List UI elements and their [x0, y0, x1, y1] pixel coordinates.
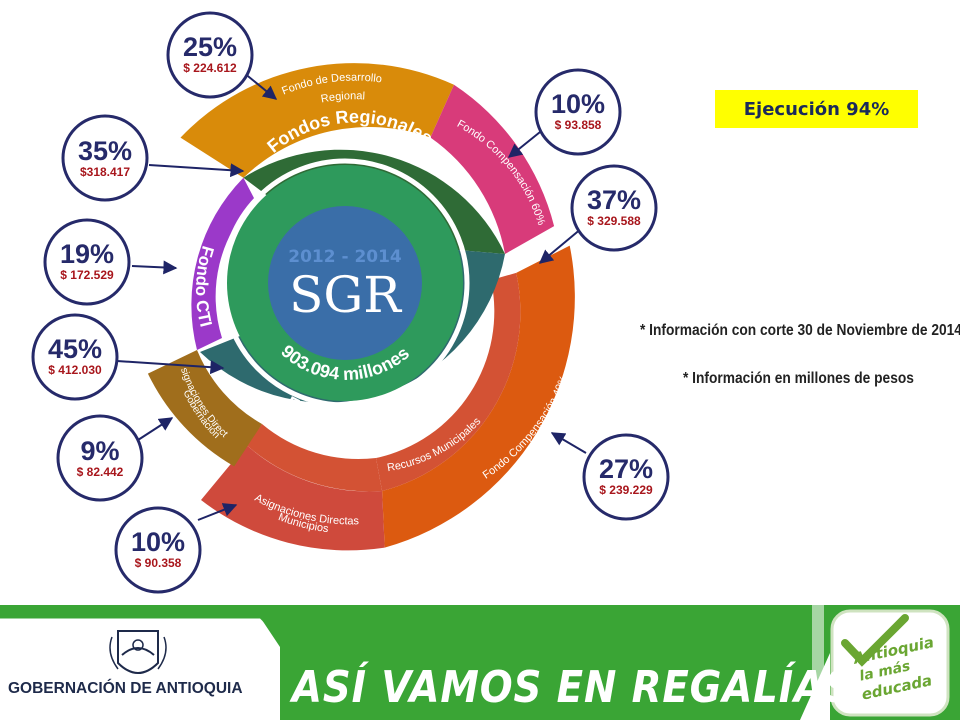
government-name: GOBERNACIÓN DE ANTIOQUIA	[8, 680, 243, 697]
callout-locales: 45% $ 412.030	[31, 313, 119, 401]
callout-amount: $ 239.229	[599, 483, 653, 497]
coat-of-arms-logo	[109, 630, 167, 674]
antioquia-educada-logo	[830, 609, 950, 717]
segment-fondo-compensacion-60	[430, 84, 555, 254]
callout-compensacion-60: 10% $ 93.858	[534, 68, 622, 156]
callout-amount: $ 82.442	[77, 465, 124, 479]
segment-fondo-cti	[191, 177, 255, 350]
callout-pct: 25%	[183, 32, 237, 62]
callout-amount: $ 412.030	[48, 363, 102, 377]
callout-pct: 37%	[587, 185, 641, 215]
note-cutoff-date: * Información con corte 30 de Noviembre …	[640, 322, 960, 339]
label-desarrollo-line2: Regional	[320, 90, 365, 105]
footer-title: ASÍ VAMOS EN REGALÍAS	[292, 662, 854, 713]
callout-amount: $ 90.358	[135, 556, 182, 570]
callout-amount: $ 93.858	[555, 118, 602, 132]
callout-pct: 9%	[80, 436, 119, 466]
note-units: * Información en millones de pesos	[683, 370, 914, 387]
execution-badge: Ejecución 94%	[715, 90, 918, 128]
callout-asig-gobernacion: 9% $ 82.442	[56, 414, 144, 502]
callout-pct: 35%	[78, 136, 132, 166]
callout-amount: $ 224.612	[183, 61, 237, 75]
callout-amount: $318.417	[80, 165, 130, 179]
segment-fondo-desarrollo-regional	[180, 63, 454, 178]
callout-amount: $ 172.529	[60, 268, 114, 282]
segment-recursos-municipales	[376, 272, 521, 491]
callout-pct: 19%	[60, 239, 114, 269]
segment-asignaciones-gobernacion	[147, 350, 262, 467]
callout-pct: 10%	[551, 89, 605, 119]
segment-fondo-compensacion-40	[382, 245, 575, 548]
callout-pct: 27%	[599, 454, 653, 484]
callout-pct: 45%	[48, 334, 102, 364]
callout-compensacion-40: 27% $ 239.229	[582, 433, 670, 521]
callout-pct: 10%	[131, 527, 185, 557]
segment-recursos-municipales-inner	[246, 424, 383, 492]
callout-amount: $ 329.588	[587, 214, 641, 228]
center-label: SGR	[289, 266, 402, 324]
center-years: 2012 - 2014	[288, 247, 402, 267]
callout-cti: 19% $ 172.529	[43, 218, 131, 306]
callout-regionales: 35% $318.417	[61, 114, 149, 202]
center-circle	[268, 206, 422, 360]
segment-asignaciones-municipios	[201, 445, 385, 551]
footer-banner	[0, 603, 960, 720]
callout-desarrollo: 25% $ 224.612	[166, 11, 254, 99]
inner-white-ring	[220, 158, 470, 408]
callout-fondos-locales-right: 37% $ 329.588	[570, 164, 658, 252]
callout-asig-municipios: 10% $ 90.358	[114, 506, 202, 594]
